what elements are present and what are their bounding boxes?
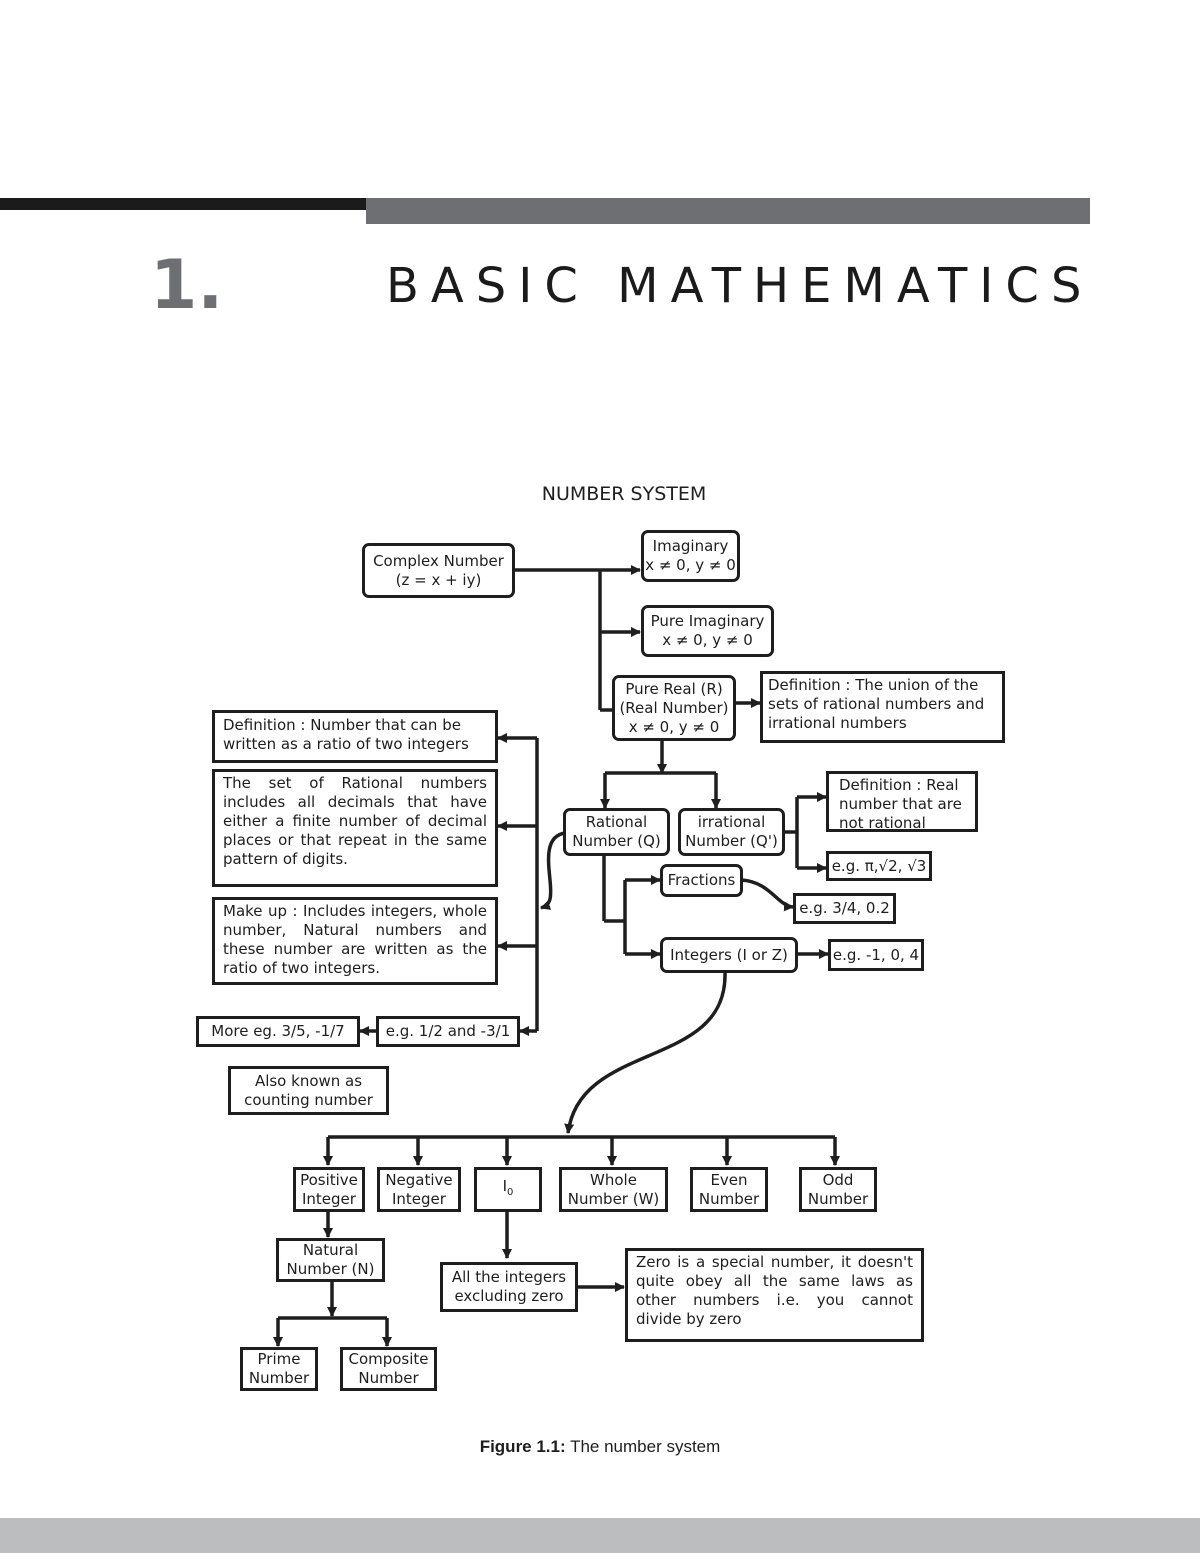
- pure-imaginary-node: Pure Imaginary x ≠ 0, y ≠ 0: [641, 605, 774, 657]
- irrational-example-box: e.g. π,√2, √3: [826, 851, 932, 881]
- whole-number-node: Whole Number (W): [559, 1167, 668, 1212]
- irrational-definition-box: Definition : Real number that are not ra…: [826, 771, 978, 832]
- rational-number-node: Rational Number (Q): [563, 808, 670, 856]
- footer-band: [0, 1518, 1200, 1553]
- figure-caption: Figure 1.1: The number system: [0, 1437, 1200, 1457]
- composite-number-node: Composite Number: [340, 1347, 437, 1391]
- figure-caption-label: Figure 1.1:: [479, 1437, 566, 1456]
- chapter-title: BASIC MATHEMATICS: [386, 258, 1094, 314]
- make-up-box: Make up : Includes integers, whole numbe…: [212, 897, 498, 985]
- natural-number-node: Natural Number (N): [276, 1238, 385, 1282]
- all-integers-box: All the integers excluding zero: [440, 1262, 578, 1312]
- real-definition-box: Definition : The union of the sets of ra…: [760, 671, 1005, 743]
- more-examples-box: More eg. 3/5, -1/7: [196, 1016, 360, 1047]
- fractions-node: Fractions: [660, 864, 743, 897]
- complex-number-node: Complex Number (z = x + iy): [362, 543, 515, 598]
- zero-note-box: Zero is a special number, it doesn't qui…: [625, 1248, 924, 1342]
- rational-definition-box: Definition : Number that can be written …: [212, 710, 498, 763]
- i-zero-node: I0: [474, 1167, 542, 1212]
- figure-caption-text: The number system: [565, 1437, 721, 1456]
- irrational-number-node: irrational Number (Q'): [678, 808, 785, 856]
- positive-integer-node: Positive Integer: [293, 1167, 365, 1212]
- fractions-example-box: e.g. 3/4, 0.2: [793, 893, 896, 924]
- prime-number-node: Prime Number: [240, 1347, 318, 1391]
- rational-example-box: e.g. 1/2 and -3/1: [376, 1016, 520, 1047]
- pure-real-node: Pure Real (R) (Real Number) x ≠ 0, y ≠ 0: [612, 675, 736, 741]
- integers-example-box: e.g. -1, 0, 4: [828, 939, 924, 971]
- negative-integer-node: Negative Integer: [377, 1167, 461, 1212]
- imaginary-node: Imaginary x ≠ 0, y ≠ 0: [641, 530, 740, 582]
- header-bar-gray: [366, 198, 1090, 224]
- counting-number-box: Also known as counting number: [228, 1066, 389, 1115]
- diagram-title: NUMBER SYSTEM: [541, 483, 707, 505]
- i-zero-label: I0: [502, 1177, 514, 1198]
- header-bar-dark: [0, 198, 366, 210]
- integers-node: Integers (I or Z): [660, 937, 798, 973]
- even-number-node: Even Number: [690, 1167, 768, 1212]
- rational-set-box: The set of Rational numbers includes all…: [212, 769, 498, 887]
- chapter-number: 1.: [150, 246, 224, 325]
- odd-number-node: Odd Number: [799, 1167, 877, 1212]
